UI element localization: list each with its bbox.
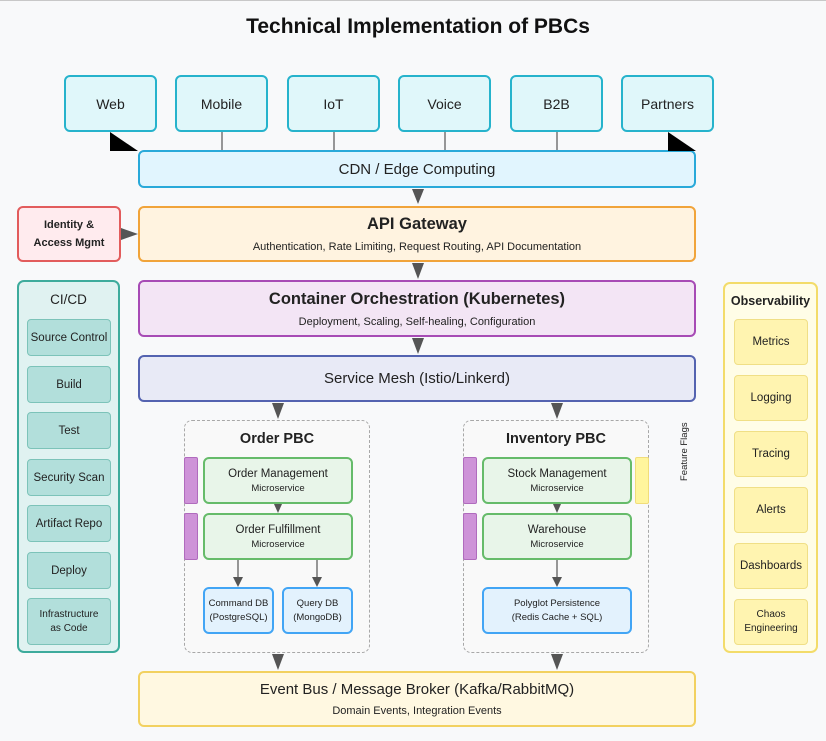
obs-chaos-engineering[interactable]: Chaos Engineering bbox=[734, 599, 808, 645]
client-mobile[interactable]: Mobile bbox=[175, 75, 268, 132]
iam-label-line2: Access Mgmt bbox=[33, 237, 105, 249]
api-gateway-title: API Gateway bbox=[367, 215, 467, 233]
arrow-mesh-order bbox=[272, 403, 284, 419]
arrow-gateway-orch bbox=[412, 263, 424, 279]
chaos-line2: Engineering bbox=[744, 623, 798, 634]
arrow-iam-gateway bbox=[121, 228, 138, 240]
command-db[interactable]: Command DB (PostgreSQL) bbox=[203, 587, 274, 634]
service-name: Order Management bbox=[228, 467, 328, 480]
warehouse-service[interactable]: Warehouse Microservice bbox=[482, 513, 632, 560]
cicd-artifact-repo[interactable]: Artifact Repo bbox=[27, 505, 111, 542]
corner-marker-web bbox=[110, 132, 138, 151]
stock-management-service[interactable]: Stock Management Microservice bbox=[482, 457, 632, 504]
cicd-panel: CI/CD Source Control Build Test Security… bbox=[17, 280, 120, 653]
order-fulfillment-service[interactable]: Order Fulfillment Microservice bbox=[203, 513, 353, 560]
cicd-deploy[interactable]: Deploy bbox=[27, 552, 111, 589]
obs-tracing[interactable]: Tracing bbox=[734, 431, 808, 477]
order-management-service[interactable]: Order Management Microservice bbox=[203, 457, 353, 504]
order-pbc-title: Order PBC bbox=[239, 431, 315, 447]
orchestration-title: Container Orchestration (Kubernetes) bbox=[268, 289, 566, 308]
arrow-inventory-bus bbox=[551, 654, 563, 670]
obs-dashboards[interactable]: Dashboards bbox=[734, 543, 808, 589]
diagram-title: Technical Implementation of PBCs bbox=[246, 15, 590, 38]
event-bus-title: Event Bus / Message Broker (Kafka/Rabbit… bbox=[259, 681, 575, 698]
inventory-pbc-title: Inventory PBC bbox=[506, 431, 606, 447]
cicd-security-scan[interactable]: Security Scan bbox=[27, 459, 111, 496]
obs-metrics[interactable]: Metrics bbox=[734, 319, 808, 365]
iam-label-line1: Identity & bbox=[43, 219, 95, 231]
feature-flags-label: Feature Flags bbox=[645, 419, 725, 483]
event-bus-box[interactable]: Event Bus / Message Broker (Kafka/Rabbit… bbox=[138, 671, 696, 727]
feature-flags-text: Feature Flags bbox=[679, 422, 690, 481]
client-b2b[interactable]: B2B bbox=[510, 75, 603, 132]
arrow-order-bus bbox=[272, 654, 284, 670]
cicd-infrastructure-as-code[interactable]: Infrastructure as Code bbox=[27, 598, 111, 645]
warehouse-sidecar bbox=[463, 513, 477, 560]
feature-flag-marker bbox=[635, 457, 649, 504]
orchestration-subtitle: Deployment, Scaling, Self-healing, Confi… bbox=[298, 315, 536, 328]
chaos-line1: Chaos bbox=[756, 609, 786, 620]
iam-box[interactable]: Identity & Access Mgmt bbox=[17, 206, 121, 262]
cicd-title: CI/CD bbox=[50, 292, 87, 307]
service-type: Microservice bbox=[530, 482, 584, 494]
cicd-source-control[interactable]: Source Control bbox=[27, 319, 111, 356]
order-fulfillment-sidecar bbox=[184, 513, 198, 560]
client-web[interactable]: Web bbox=[64, 75, 157, 132]
db-name: Polyglot Persistence bbox=[513, 597, 601, 609]
obs-logging[interactable]: Logging bbox=[734, 375, 808, 421]
cicd-build[interactable]: Build bbox=[27, 366, 111, 403]
db-name: Query DB bbox=[296, 597, 339, 609]
event-bus-subtitle: Domain Events, Integration Events bbox=[332, 705, 502, 717]
api-gateway-subtitle: Authentication, Rate Limiting, Request R… bbox=[252, 241, 582, 253]
polyglot-persistence-db[interactable]: Polyglot Persistence (Redis Cache + SQL) bbox=[482, 587, 632, 634]
service-type: Microservice bbox=[251, 482, 305, 494]
query-db[interactable]: Query DB (MongoDB) bbox=[282, 587, 353, 634]
service-type: Microservice bbox=[530, 538, 584, 550]
client-voice[interactable]: Voice bbox=[398, 75, 491, 132]
service-name: Order Fulfillment bbox=[235, 523, 321, 536]
arrow-orch-mesh bbox=[412, 338, 424, 354]
arrow-mesh-inventory bbox=[551, 403, 563, 419]
db-name: Command DB bbox=[208, 597, 269, 609]
client-partners[interactable]: Partners bbox=[621, 75, 714, 132]
api-gateway-box[interactable]: API Gateway Authentication, Rate Limitin… bbox=[138, 206, 696, 262]
service-mesh-box[interactable]: Service Mesh (Istio/Linkerd) bbox=[138, 355, 696, 402]
service-name: Warehouse bbox=[527, 523, 587, 536]
arrow-cdn-gateway bbox=[412, 189, 424, 204]
service-type: Microservice bbox=[251, 538, 305, 550]
corner-marker-partners bbox=[668, 132, 696, 151]
obs-alerts[interactable]: Alerts bbox=[734, 487, 808, 533]
observability-panel: Observability Metrics Logging Tracing Al… bbox=[723, 282, 818, 653]
client-iot[interactable]: IoT bbox=[287, 75, 380, 132]
stock-management-sidecar bbox=[463, 457, 477, 504]
cicd-test[interactable]: Test bbox=[27, 412, 111, 449]
observability-title: Observability bbox=[730, 294, 811, 308]
order-management-sidecar bbox=[184, 457, 198, 504]
cdn-edge-box[interactable]: CDN / Edge Computing bbox=[138, 150, 696, 188]
service-name: Stock Management bbox=[507, 467, 607, 480]
db-engine: (MongoDB) bbox=[293, 611, 342, 623]
container-orchestration-box[interactable]: Container Orchestration (Kubernetes) Dep… bbox=[138, 280, 696, 337]
iac-line1: Infrastructure bbox=[39, 608, 99, 620]
iac-line2: as Code bbox=[50, 622, 88, 634]
db-engine: (Redis Cache + SQL) bbox=[511, 611, 603, 623]
db-engine: (PostgreSQL) bbox=[209, 611, 268, 623]
